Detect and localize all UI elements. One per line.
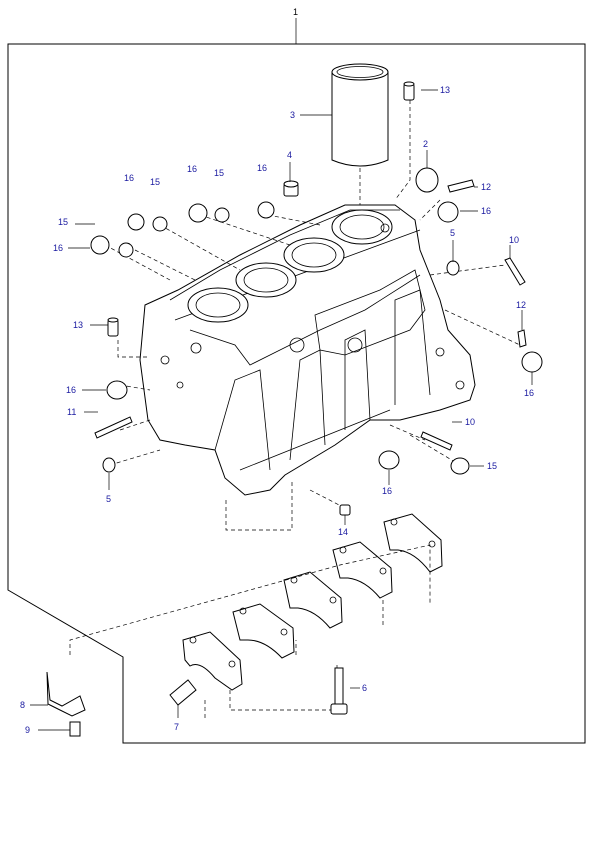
callout-13-left: 13 [73,320,83,330]
cylinder-block [139,204,476,496]
plug-14 [339,504,351,516]
plug-15-b [214,207,230,223]
callout-3: 3 [290,110,295,120]
callout-16-f: 16 [66,385,76,395]
callout-13-top: 13 [440,85,450,95]
bearing-cap-3 [283,571,343,629]
callout-7: 7 [174,722,179,732]
plug-15-d [450,457,470,475]
welsh-plug-2 [415,167,439,193]
bearing-cap-5 [383,513,443,573]
callout-6: 6 [362,683,367,693]
callout-14: 14 [338,527,348,537]
assembly-frame [7,43,586,744]
bearing-cap-2 [232,603,295,659]
callout-12-right: 12 [516,300,526,310]
callout-assembly: 1 [293,7,298,17]
plug-16-a [127,213,145,231]
callout-16-c: 16 [257,163,267,173]
check-valve-bolt [38,721,81,737]
plug-5-right [446,260,460,276]
bearing-cap-1 [182,631,243,691]
stud-10-right [504,257,526,286]
plug-16-f [521,351,543,373]
dowel-pin-13-left [107,317,119,337]
plug-16-e [437,201,459,223]
callout-16-a: 16 [124,173,134,183]
plug-16-g [106,380,128,400]
plug-15-a [152,216,168,232]
oil-jet [30,671,86,717]
callout-10-right: 10 [509,235,519,245]
callout-16-d: 16 [481,206,491,216]
bearing-cap-bolt [330,667,360,715]
plug-16-c [257,201,275,219]
callout-10-bottom: 10 [465,417,475,427]
plug-16-b [188,203,208,223]
callout-12-top: 12 [481,182,491,192]
callout-11: 11 [67,407,76,417]
plug-16-d [90,235,110,255]
callout-15-a: 15 [150,177,160,187]
plug-4 [283,180,299,197]
callout-15-d: 15 [487,461,497,471]
callout-15-c: 15 [58,217,68,227]
callout-16-g: 16 [382,486,392,496]
cylinder-liner [300,63,389,210]
callout-16-h: 16 [524,388,534,398]
plug-16-h [378,450,400,470]
callout-9: 9 [25,725,30,735]
plug-15-c [118,242,134,258]
callout-8: 8 [20,700,25,710]
stud-11 [94,416,133,439]
callout-5-right: 5 [450,228,455,238]
bearing-cap-4 [332,541,393,599]
callout-16-e: 16 [53,243,63,253]
callout-4: 4 [287,150,292,160]
plug-5-left [102,457,116,473]
pin-12-top [447,179,475,193]
callout-5-left: 5 [106,494,111,504]
oil-pressure-switch [169,679,197,718]
callout-15-b: 15 [214,168,224,178]
pin-12-right [517,329,527,348]
callout-16-b: 16 [187,164,197,174]
callout-2: 2 [423,139,428,149]
dowel-pin-13-top [403,81,415,101]
stud-10-bottom [420,431,453,451]
